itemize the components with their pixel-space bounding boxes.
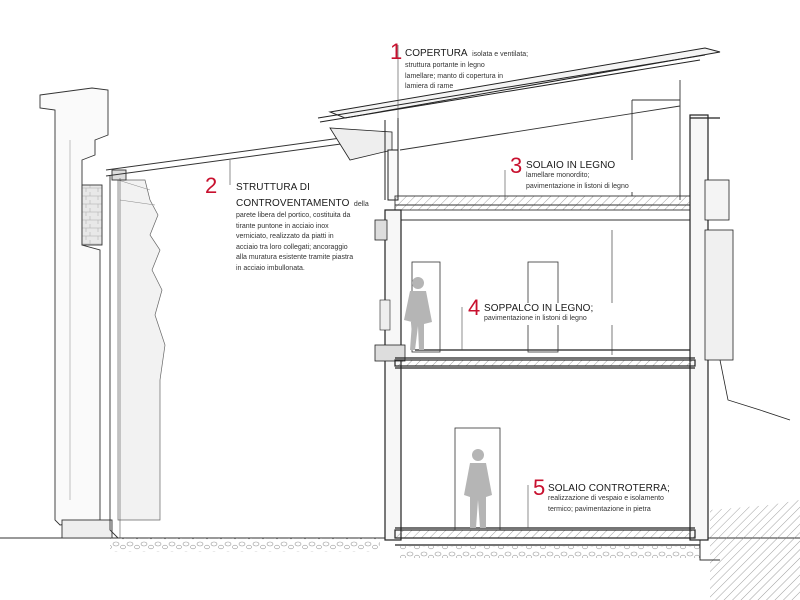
leader-lines (229, 45, 529, 528)
annotation-title-3: SOLAIO IN LEGNO (526, 160, 616, 171)
annotation-number-4: 4 (468, 295, 481, 320)
ground-fill-left (110, 538, 380, 552)
annotation-title-2-line-2: CONTROVENTAMENTO (236, 198, 350, 209)
annotation-desc-1-line-3: lamiera di rame (405, 83, 454, 90)
annotation-title-1: COPERTURA (405, 48, 468, 59)
annotation-desc-2-line-4: acciaio tra loro collegati; ancoraggio (236, 243, 348, 251)
annotation-controventamento: STRUTTURA DI CONTROVENTAMENTO della pare… (236, 182, 381, 274)
annotation-desc-1-line-1: struttura portante in legno (405, 62, 485, 69)
annotation-number-1: 1 (390, 39, 403, 64)
scale-figures (404, 277, 492, 528)
annotation-number-2: 2 (205, 173, 218, 198)
annotation-desc-1-line-2: lamellare; manto di copertura in (405, 72, 504, 80)
annotation-desc-5-line-2: termico; pavimentazione in pietra (548, 505, 651, 513)
annotation-controterra: SOLAIO CONTROTERRA; realizzazione di ves… (548, 483, 708, 515)
annotation-desc-2-line-1: parete libera del portico, costituita da (236, 212, 351, 219)
terrain-right (710, 500, 800, 600)
annotation-desc-2-line-6: in acciaio imbullonata. (236, 264, 305, 272)
annotation-desc-2-line-2: tirante puntone in acciaio inox (236, 222, 329, 230)
annotation-desc-3-line-2: pavimentazione in listoni di legno (526, 182, 629, 190)
historic-portico-wall (39, 87, 166, 539)
annotation-inline-desc-2: della (353, 201, 369, 208)
building-shell (374, 114, 791, 546)
ground (0, 500, 800, 600)
upper-volume (394, 80, 696, 221)
annotation-desc-2-line-3: verniciato, realizzato da piatti in (236, 233, 334, 240)
annotation-desc-2-line-5: alla muratura esistente tramite piastra (236, 254, 354, 261)
annotation-desc-3-line-1: lamellare monordito; (526, 172, 590, 179)
annotation-desc-5-line-1: realizzazione di vespaio e isolamento (548, 495, 664, 502)
roof (317, 47, 721, 201)
person-figure-lower (464, 449, 492, 528)
annotation-title-2-line-1: STRUTTURA DI (236, 182, 310, 193)
door-ground (454, 427, 501, 531)
annotation-copertura: COPERTURA isolata e ventilata; struttura… (405, 43, 530, 93)
person-figure-upper (404, 277, 432, 350)
annotation-desc-4-line-1: pavimentazione in listoni di legno (484, 315, 587, 322)
annotation-inline-desc-1: isolata e ventilata; (472, 51, 529, 58)
foundation-gravel (400, 546, 700, 558)
annotation-soppalco: SOPPALCO IN LEGNO; pavimentazione in lis… (484, 303, 624, 325)
annotation-title-4: SOPPALCO IN LEGNO; (484, 303, 594, 314)
annotation-title-5: SOLAIO CONTROTERRA; (548, 483, 670, 494)
annotation-solaio-legno: SOLAIO IN LEGNO lamellare monordito; pav… (526, 160, 676, 192)
annotation-number-3: 3 (510, 153, 523, 178)
annotation-number-5: 5 (533, 475, 546, 500)
